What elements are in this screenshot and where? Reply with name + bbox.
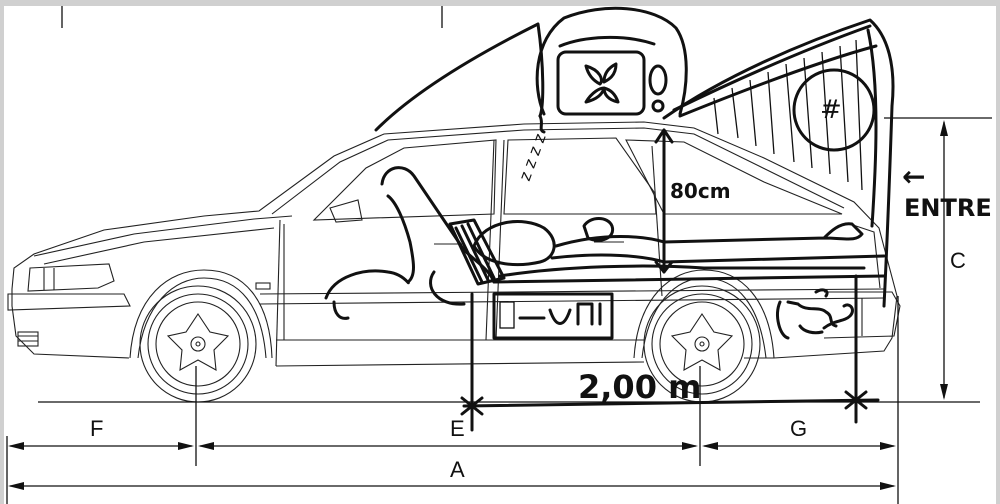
dimension-label-f: F (90, 416, 103, 441)
front-tent-flap (374, 22, 545, 132)
person-arm (380, 166, 496, 284)
dimension-label-c: C (950, 248, 966, 273)
sleep-zzz: z z z z (515, 131, 550, 183)
hash-symbol: # (820, 95, 842, 125)
scribble (776, 288, 854, 340)
entrance-label: ENTRE (904, 194, 992, 222)
headroom-label: 80cm (670, 179, 731, 203)
fan-icon (556, 50, 646, 116)
drawing-canvas: F E G A C # 80cm z z z z (4, 6, 996, 504)
hash-circle (792, 68, 876, 152)
dimension-label-a: A (450, 457, 465, 482)
dimension-label-e: E (450, 416, 465, 441)
storage-box (492, 292, 614, 340)
roof-pod (535, 6, 688, 116)
person-head (472, 220, 556, 267)
dimension-label-g: G (790, 416, 807, 441)
bed-length-line (462, 398, 880, 408)
car-diagram: F E G A C # 80cm z z z z (6, 6, 992, 504)
bed-length-label: 2,00 m (578, 368, 701, 406)
car-outline (7, 121, 901, 367)
entrance-arrow: ← (902, 160, 925, 193)
rear-tent (662, 18, 895, 308)
hand-sketch: # 80cm z z z z 2,00 m (324, 6, 992, 432)
